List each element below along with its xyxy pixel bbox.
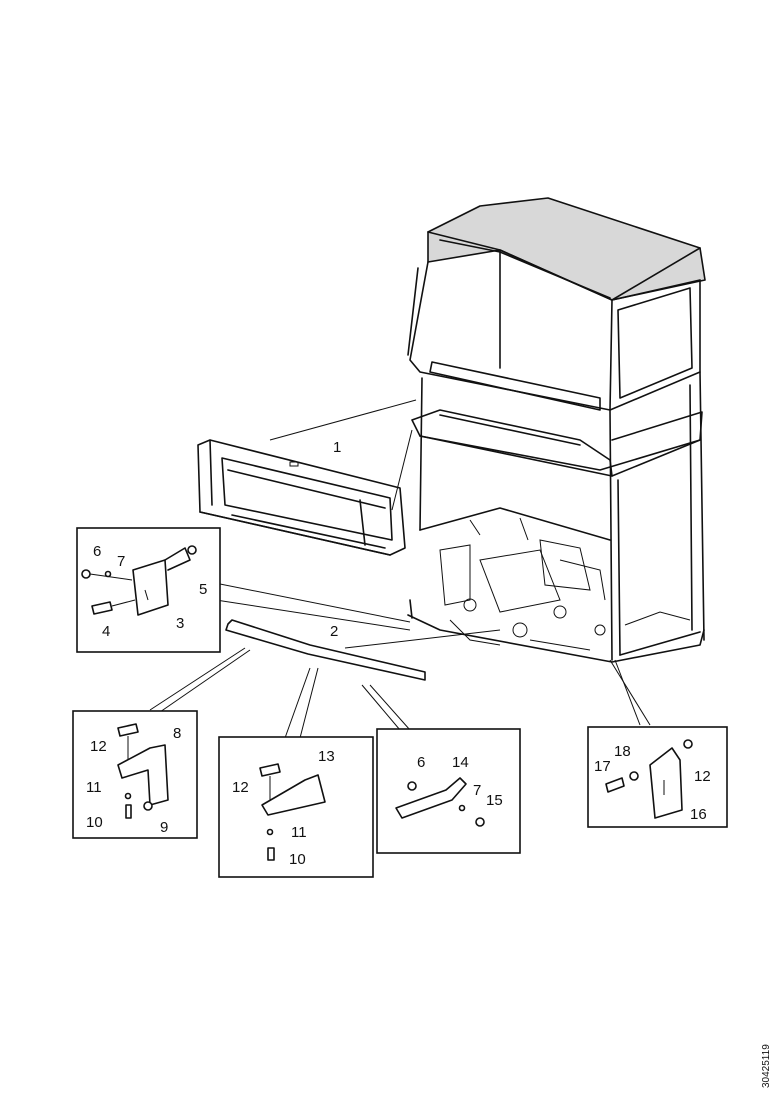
bolt-part-10-b (267, 847, 275, 861)
callout-12b: 12 (232, 779, 249, 796)
callout-17: 17 (594, 758, 611, 775)
callout-11b: 11 (291, 824, 307, 841)
clip-part-12-c (683, 739, 693, 749)
callout-3: 3 (176, 615, 184, 632)
callout-10b: 10 (289, 851, 306, 868)
callout-12c: 12 (694, 768, 711, 785)
bracket-part-8 (117, 744, 169, 806)
callout-1: 1 (333, 439, 341, 456)
callout-8: 8 (173, 725, 181, 742)
callout-4: 4 (102, 623, 110, 640)
bracket-part-13 (261, 774, 326, 816)
washer-part-7-b (458, 804, 466, 812)
bolt-part-17 (605, 777, 625, 793)
callout-6b: 6 (417, 754, 425, 771)
callout-6a: 6 (93, 543, 101, 560)
callout-9: 9 (160, 819, 168, 836)
bolt-part-4 (91, 601, 113, 615)
callout-13: 13 (318, 748, 335, 765)
bracket-part-3 (132, 547, 191, 616)
plate-part-16 (649, 747, 683, 819)
bar-part-2 (225, 619, 426, 681)
clip-part-12 (117, 723, 139, 737)
callout-10a: 10 (86, 814, 103, 831)
callout-5a: 5 (199, 581, 207, 598)
callout-7b: 7 (473, 782, 481, 799)
callout-labels: 1 2 3 4 5 6 7 8 12 11 10 9 13 12 11 10 6… (86, 439, 711, 868)
drawing-code: 30425119 (761, 1044, 772, 1088)
callout-18: 18 (614, 743, 631, 760)
callout-14: 14 (452, 754, 469, 771)
front-panel-part-1 (197, 439, 406, 556)
callout-11a: 11 (86, 779, 102, 796)
callout-7a: 7 (117, 553, 125, 570)
clip-part-12-b (259, 763, 281, 777)
nut-part-15 (475, 817, 485, 827)
callout-2: 2 (330, 623, 338, 640)
washer-part-11 (124, 792, 132, 800)
cab-frame (407, 197, 706, 663)
washer-part-18 (629, 771, 639, 781)
screw-part-6-b (407, 781, 417, 791)
callout-15: 15 (486, 792, 503, 809)
bracket-part-14 (395, 777, 467, 819)
washer-part-7 (104, 570, 112, 578)
screw-part-6 (81, 569, 91, 579)
callout-16: 16 (690, 806, 707, 823)
washer-part-11-b (266, 828, 274, 836)
nut-part-5 (187, 545, 197, 555)
screw-part-9 (143, 801, 153, 811)
callout-12a: 12 (90, 738, 107, 755)
bolt-part-10 (125, 804, 132, 819)
